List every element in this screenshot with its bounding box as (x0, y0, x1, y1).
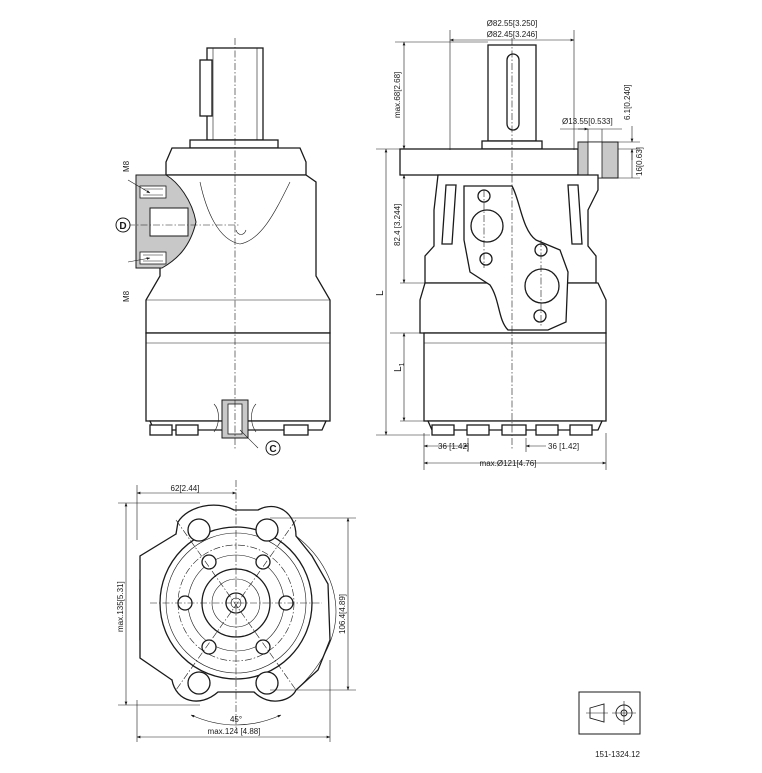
shaft-dia-max-label: Ø82.55[3.250] (487, 19, 538, 28)
m8-bottom-label: M8 (122, 290, 131, 302)
m8-top-label: M8 (122, 160, 131, 172)
port-b (524, 268, 560, 304)
max-68-label: max.68[2.68] (393, 72, 402, 118)
dim-36-left-label: 36 [1.42] (438, 442, 469, 451)
mounting-flange (165, 147, 307, 176)
bottom-view (118, 480, 356, 742)
max-124-label: max.124 [4.88] (208, 727, 261, 736)
drawing-number: 151-1324.12 (595, 750, 640, 759)
port-c-label: C (269, 444, 276, 455)
max-dia-121-label: max.Ø121[4.76] (480, 459, 537, 468)
projection-symbol (578, 691, 641, 735)
angle-45-label: 45° (230, 715, 242, 724)
front-view (376, 30, 640, 470)
front-flange (399, 148, 579, 176)
length-l-label: L (375, 290, 386, 296)
side-view (115, 38, 331, 456)
max-135-label: max.135[5.31] (116, 581, 125, 632)
shaft-dia-min-label: Ø82.45[3.246] (487, 30, 538, 39)
length-l1-label: L1 (393, 362, 406, 372)
dim-6-1-label: 6.1[0.240] (623, 84, 632, 120)
bolt-hole-label: Ø13.55[0.533] (562, 117, 613, 126)
dim-16-label: 16[0.63] (635, 147, 644, 176)
port-a (470, 209, 504, 243)
dim-82-4-label: 82.4 [3.244] (393, 204, 402, 246)
dim-62-label: 62[2.44] (171, 484, 200, 493)
port-d-label: D (119, 221, 126, 232)
dim-36-right-label: 36 [1.42] (548, 442, 579, 451)
dim-106-4-label: 106.4[4.89] (338, 594, 347, 634)
